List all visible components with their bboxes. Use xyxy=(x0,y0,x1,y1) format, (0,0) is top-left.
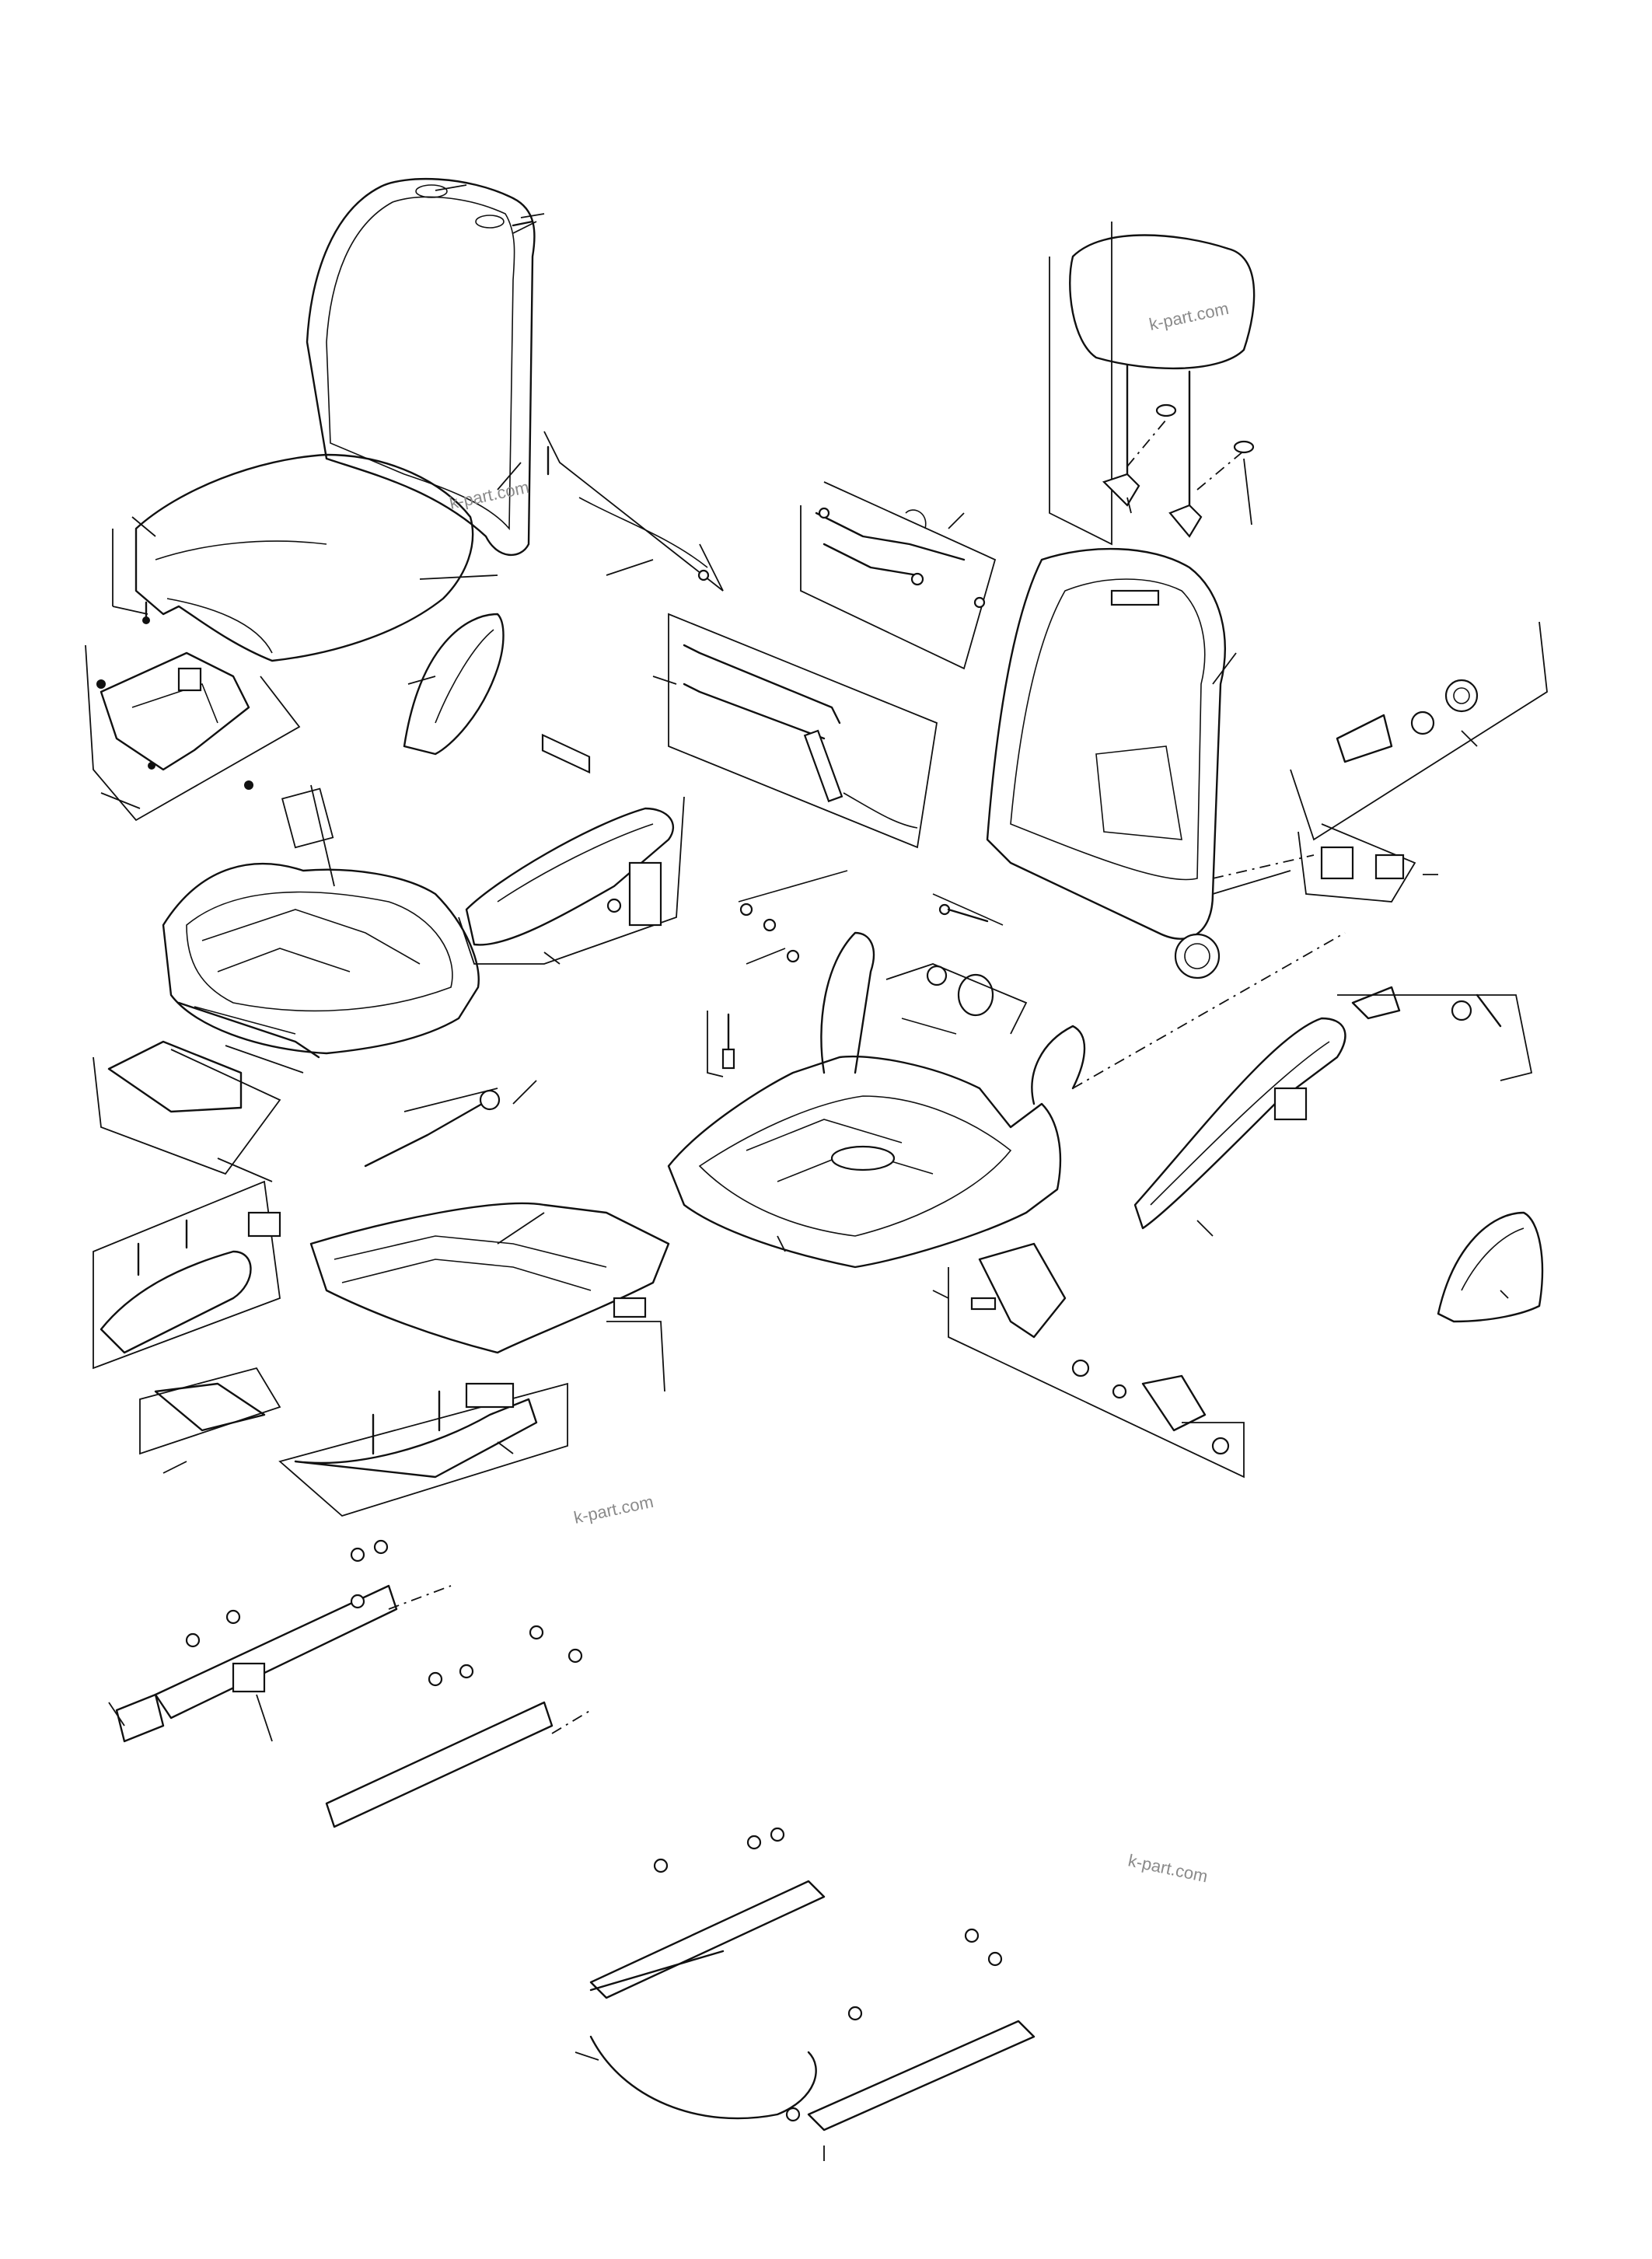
watermark: k-part.com xyxy=(572,1492,655,1528)
back-support-wires xyxy=(652,613,938,849)
watermark: k-part.com xyxy=(1126,1850,1210,1886)
seat-pan-fasteners xyxy=(707,870,1028,1077)
watermark: k-part.com xyxy=(1147,299,1231,334)
lower-left-guide-box xyxy=(139,1367,281,1474)
seat-rail-set-upper xyxy=(108,1539,592,1828)
lumbar-cable-set xyxy=(800,481,997,670)
seat-lower-tray xyxy=(309,1080,670,1392)
seat-rail-set-lower xyxy=(575,1827,1036,2161)
side-shield-right xyxy=(1437,1211,1544,1323)
seat-back-cover xyxy=(306,177,536,556)
seat-back-frame xyxy=(986,547,1291,979)
seat-brackets xyxy=(93,787,334,1182)
seat-cushion-cover xyxy=(134,453,474,662)
seat-belt-assembly xyxy=(932,1242,1245,1479)
cushion-mechanism-plate xyxy=(85,644,301,822)
side-shield-left xyxy=(403,613,505,756)
lower-rear-shield-box xyxy=(278,1382,568,1517)
seat-pan-frame xyxy=(667,931,1086,1269)
lower-left-shield-box xyxy=(93,1180,281,1370)
watermark: k-part.com xyxy=(448,477,531,513)
headrest xyxy=(1049,222,1256,546)
switch-bracket xyxy=(1212,823,1438,903)
armrest-left xyxy=(458,796,685,965)
seat-cushion-frame xyxy=(162,784,480,1055)
armrest-right xyxy=(1072,932,1533,1237)
recline-knob-assembly xyxy=(1290,621,1548,841)
seat-heater-harness xyxy=(541,431,724,774)
cover-leader-lines xyxy=(112,184,545,615)
